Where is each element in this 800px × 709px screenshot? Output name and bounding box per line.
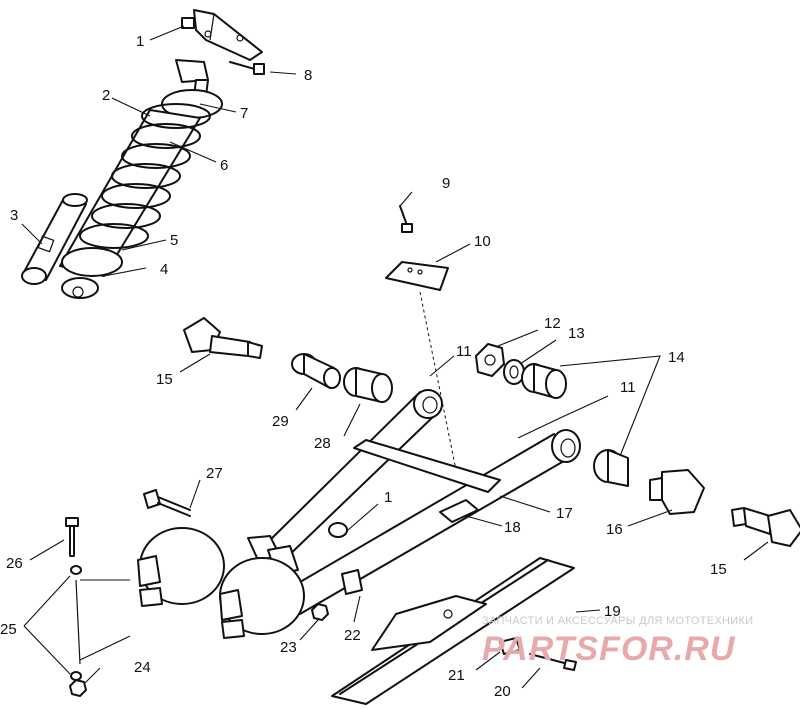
callout-2: 2: [102, 87, 110, 104]
callout-22: 22: [344, 627, 361, 644]
bushing-14: [521, 363, 567, 399]
callout-8: 8: [304, 67, 312, 84]
rubber-plate: [385, 261, 449, 291]
callout-19: 19: [604, 603, 621, 620]
bolt-16: [649, 469, 705, 515]
nut-12: [475, 343, 505, 377]
upper-mount-bracket: [181, 9, 265, 75]
callout-18: 18: [504, 519, 521, 536]
washer-25-top: [70, 565, 82, 575]
bushing-28: [343, 367, 393, 403]
callout-26: 26: [6, 555, 23, 572]
washer-25-bottom: [70, 671, 82, 681]
watermark: ЗАПЧАСТИ И АКСЕССУАРЫ ДЛЯ МОТОТЕХНИКИ PA…: [482, 615, 753, 668]
bushing-14b: [593, 449, 629, 487]
pivot-bolt-right: [731, 507, 800, 547]
bolt-20: [529, 653, 577, 671]
washer-13: [503, 359, 525, 385]
callout-7: 7: [240, 105, 248, 122]
watermark-brand: PARTSFOR.RU: [482, 630, 736, 668]
callout-12: 12: [544, 315, 561, 332]
plate-center-line: [419, 291, 457, 471]
callout-14: 14: [668, 349, 685, 366]
slide-rail: [331, 557, 575, 705]
callout-4: 4: [160, 261, 168, 278]
bushing-29: [291, 353, 341, 389]
callout-numbers: 1 2 3 4 5 6 7 8 9 10 11 12 13 14 15 16 1…: [0, 33, 727, 700]
pivot-bolt-left: [183, 317, 263, 359]
leader-lines: [21, 25, 769, 689]
shock-absorber: [59, 59, 223, 299]
callout-29: 29: [272, 413, 289, 430]
callout-11b: 11: [620, 379, 636, 396]
callout-17: 17: [556, 505, 573, 522]
callout-28: 28: [314, 435, 331, 452]
bolt-27: [143, 489, 191, 517]
watermark-tagline: ЗАПЧАСТИ И АКСЕССУАРЫ ДЛЯ МОТОТЕХНИКИ: [482, 615, 753, 627]
cotter-pin: [399, 205, 413, 233]
callout-15b: 15: [710, 561, 727, 578]
callout-9: 9: [442, 175, 450, 192]
callout-15: 15: [156, 371, 173, 388]
callout-13: 13: [568, 325, 585, 342]
bearing-carrier-left: [137, 527, 225, 607]
nut-23: [311, 603, 329, 621]
bearing-carrier-right: [219, 557, 305, 639]
callout-21: 21: [448, 667, 465, 684]
callout-6: 6: [220, 157, 228, 174]
callout-27: 27: [206, 465, 223, 482]
callout-20: 20: [494, 683, 511, 700]
bolt-26-axis: [75, 579, 81, 665]
callout-1: 1: [136, 33, 144, 50]
callout-24: 24: [134, 659, 151, 676]
callout-3: 3: [10, 207, 18, 224]
callout-5: 5: [170, 232, 178, 249]
bolt-26: [65, 517, 79, 557]
callout-11: 11: [456, 343, 472, 360]
callout-16: 16: [606, 521, 623, 538]
callout-23: 23: [280, 639, 297, 656]
swing-arm: [247, 389, 581, 615]
callout-10: 10: [474, 233, 491, 250]
callout-1b: 1: [384, 489, 392, 506]
spacer-21: [499, 637, 521, 655]
callout-25: 25: [0, 621, 17, 638]
nut-24: [69, 679, 87, 697]
reservoir-canister: [21, 193, 88, 285]
